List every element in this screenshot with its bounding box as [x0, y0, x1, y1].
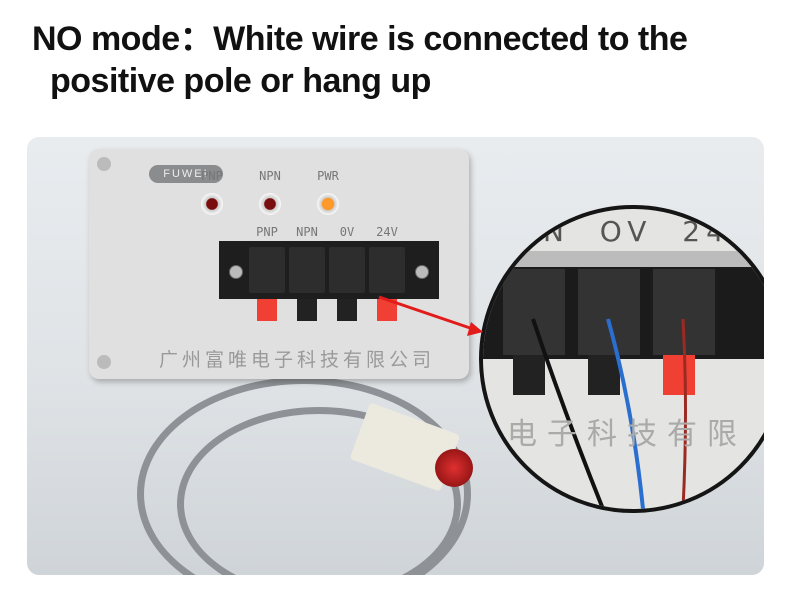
sensor-cable-loop [177, 407, 461, 575]
terminal-label: 0V [339, 225, 355, 239]
corner-screw [97, 157, 111, 171]
zoom-inset: N OV 24 电子科技有限 [479, 205, 764, 513]
pnp-led-icon [201, 193, 223, 215]
title-line-1: NO mode：White wire is connected to the [32, 20, 688, 58]
terminal-tab [337, 299, 357, 321]
terminal-0v [329, 247, 365, 293]
terminal-npn [289, 247, 325, 293]
indicator-label: PWR [317, 169, 339, 183]
corner-screw [97, 355, 111, 369]
screw-icon [415, 265, 429, 279]
indicator-label: PNP [201, 169, 223, 183]
terminal-tab [297, 299, 317, 321]
red-arrow-icon [378, 295, 483, 336]
inset-tab [588, 355, 620, 395]
terminal-label: 24V [376, 225, 398, 239]
terminal-pnp [249, 247, 285, 293]
terminal-tab [377, 299, 397, 321]
indicator-label: NPN [259, 169, 281, 183]
inset-labels: N OV 24 [543, 215, 730, 248]
brand-logo: FUWEI [149, 165, 223, 183]
title-line-2: positive pole or hang up [50, 62, 431, 100]
inset-terminal [503, 269, 565, 355]
inset-terminal [578, 269, 640, 355]
inset-tab [513, 355, 545, 395]
npn-led-icon [259, 193, 281, 215]
terminal-label: NPN [296, 225, 318, 239]
terminal-24v [369, 247, 405, 293]
terminal-tab [257, 299, 277, 321]
controller-box: FUWEI PNP NPN PWR PNP NPN 0V 24V 广州富唯电子科… [89, 149, 469, 379]
inset-company-fragment: 电子科技有限 [507, 417, 747, 452]
product-photo: FUWEI PNP NPN PWR PNP NPN 0V 24V 广州富唯电子科… [27, 137, 764, 575]
pwr-led-icon [317, 193, 339, 215]
inset-tab [663, 355, 695, 395]
inset-bar [483, 251, 764, 267]
screw-icon [229, 265, 243, 279]
page-title: NO mode：White wire is connected to the p… [32, 18, 688, 102]
inset-wires [531, 318, 687, 509]
terminal-label: PNP [256, 225, 278, 239]
company-name: 广州富唯电子科技有限公司 [159, 349, 436, 371]
sensor-lens [435, 449, 473, 487]
